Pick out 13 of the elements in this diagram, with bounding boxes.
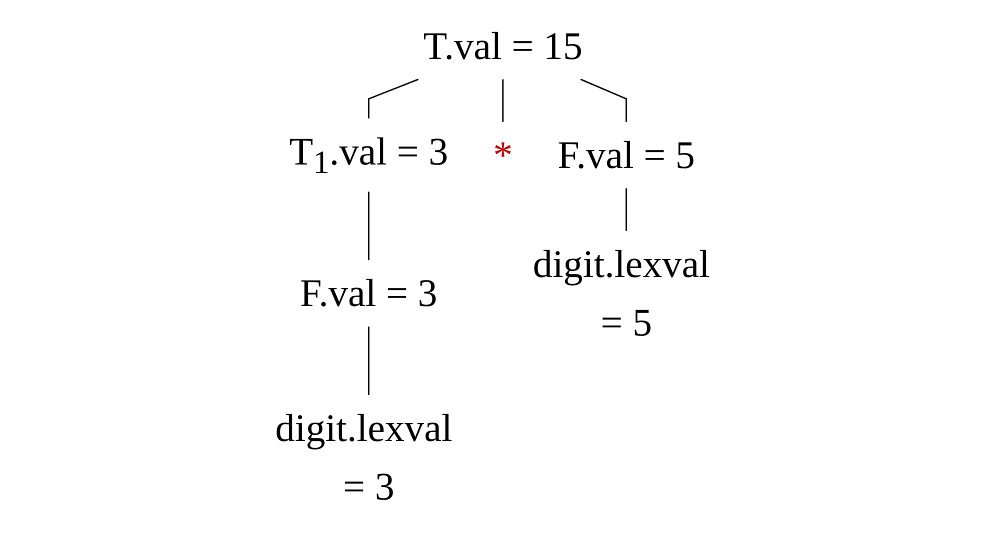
node-text: F.val = 5	[558, 132, 695, 177]
node-text: F.val = 3	[300, 270, 438, 315]
node-text: T$_{1}$.val = 3	[289, 129, 448, 181]
connector	[368, 78, 419, 118]
node-text: T.val = 15	[423, 24, 583, 68]
node-text: *	[493, 132, 513, 177]
node-text: digit.lexval = 3	[275, 406, 452, 508]
connector	[368, 326, 370, 396]
connector	[368, 192, 370, 260]
connector	[502, 79, 504, 122]
connector	[580, 78, 628, 122]
connector	[626, 188, 628, 231]
node-text: digit.lexval = 5	[532, 242, 710, 344]
